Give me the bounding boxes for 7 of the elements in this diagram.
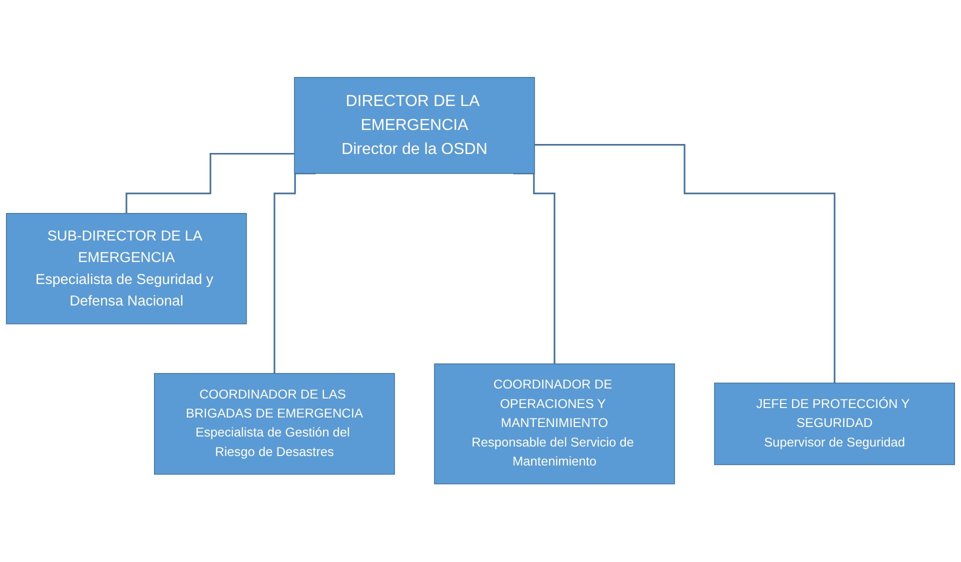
node-box (6, 213, 247, 325)
node-box (154, 373, 395, 476)
node-box (714, 383, 955, 466)
node-box (294, 77, 535, 174)
connector (126, 153, 294, 215)
connector (534, 144, 836, 384)
node-box (434, 364, 675, 485)
